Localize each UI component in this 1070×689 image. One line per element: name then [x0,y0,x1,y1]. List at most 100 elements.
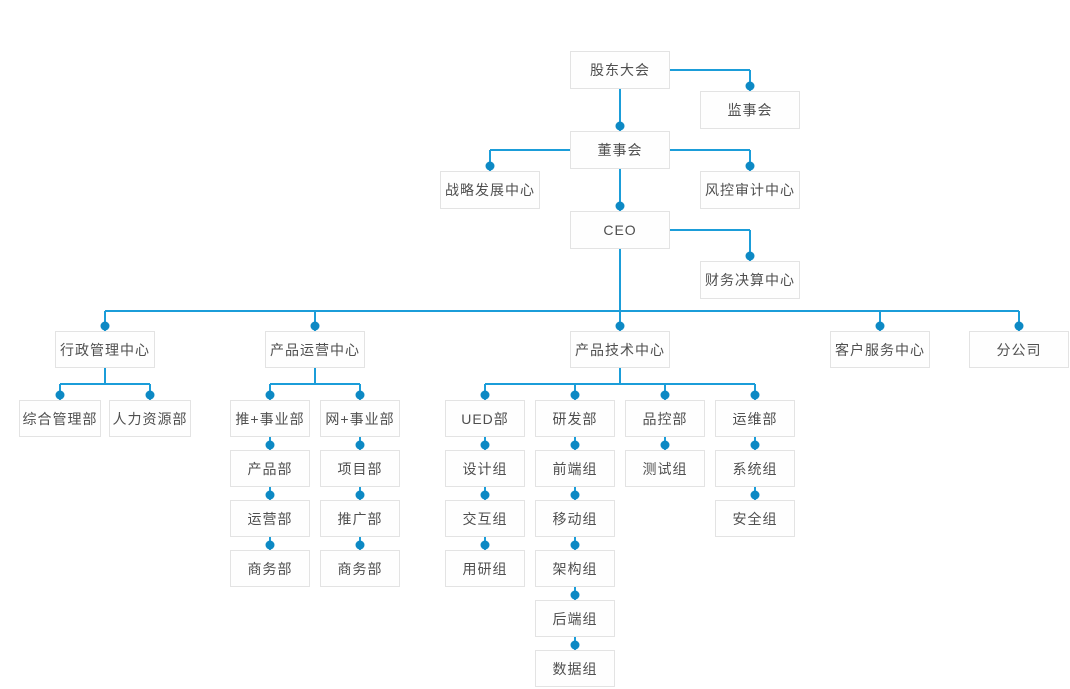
org-node-label: 推+事业部 [235,410,305,427]
org-node-customer-service-center: 客户服务中心 [830,331,930,368]
connector-dot [875,321,885,331]
connector-dot [485,161,495,171]
org-node-label: 前端组 [552,460,598,477]
org-node-label: 推广部 [337,510,383,527]
connector-dot [615,321,625,331]
org-node-general-admin-dept: 综合管理部 [19,400,101,437]
org-node-label: 产品运营中心 [270,341,360,358]
org-node-ops-maintenance-dept: 运维部 [715,400,795,437]
org-node-label: 后端组 [552,610,598,627]
org-node-product-dept: 产品部 [230,450,310,487]
org-node-label: 产品部 [247,460,293,477]
connector-dot [55,390,65,400]
org-node-ued-dept: UED部 [445,400,525,437]
org-node-board-of-directors: 董事会 [570,131,670,169]
org-node-testing-group: 测试组 [625,450,705,487]
connector-dot [355,490,365,500]
connector-dot [265,440,275,450]
org-node-label: 风控审计中心 [705,182,795,198]
org-node-label: 综合管理部 [22,410,98,427]
org-node-system-group: 系统组 [715,450,795,487]
org-node-strategy-dev-center: 战略发展中心 [440,171,540,209]
org-node-label: 安全组 [732,510,778,527]
org-node-label: 设计组 [462,460,508,477]
org-node-finance-center: 财务决算中心 [700,261,800,299]
org-node-label: 数据组 [552,660,598,677]
connector-dot [570,540,580,550]
org-node-mobile-group: 移动组 [535,500,615,537]
connector-dot [750,440,760,450]
connector-dot [660,440,670,450]
org-node-shareholders-meeting: 股东大会 [570,51,670,89]
org-node-ceo: CEO [570,211,670,249]
org-node-project-dept: 项目部 [320,450,400,487]
connector-dot [265,540,275,550]
org-node-admin-center: 行政管理中心 [55,331,155,368]
org-node-qc-dept: 品控部 [625,400,705,437]
org-node-product-tech-center: 产品技术中心 [570,331,670,368]
org-node-product-ops-center: 产品运营中心 [265,331,365,368]
connector-dot [355,390,365,400]
connector-dot [1014,321,1024,331]
connector-dot [615,121,625,131]
org-node-label: 运维部 [732,410,778,427]
org-node-label: 人力资源部 [112,410,188,427]
org-node-label: 品控部 [642,410,688,427]
org-node-label: 董事会 [597,142,643,158]
org-node-security-group: 安全组 [715,500,795,537]
connector-dot [480,440,490,450]
connector-dot [745,251,755,261]
org-node-wang-business-dept: 网+事业部 [320,400,400,437]
org-node-label: 客户服务中心 [835,341,925,358]
org-node-design-group: 设计组 [445,450,525,487]
org-node-label: 运营部 [247,510,293,527]
org-node-label: 移动组 [552,510,598,527]
connector-dot [615,201,625,211]
org-node-label: 测试组 [642,460,688,477]
org-node-business-dept-1: 商务部 [230,550,310,587]
org-node-tui-business-dept: 推+事业部 [230,400,310,437]
org-node-supervisory-board: 监事会 [700,91,800,129]
org-node-user-research-group: 用研组 [445,550,525,587]
org-node-frontend-group: 前端组 [535,450,615,487]
connector-dot [570,640,580,650]
org-node-label: 股东大会 [590,62,650,78]
connector-dot [745,81,755,91]
org-node-label: 监事会 [727,102,773,118]
org-node-label: 财务决算中心 [705,272,795,288]
org-node-label: 战略发展中心 [445,182,535,198]
org-node-operations-dept: 运营部 [230,500,310,537]
connector-dot [570,490,580,500]
org-node-business-dept-2: 商务部 [320,550,400,587]
connector-dot [570,440,580,450]
connector-dot [100,321,110,331]
org-node-label: UED部 [461,410,509,427]
org-node-hr-dept: 人力资源部 [109,400,191,437]
org-node-architecture-group: 架构组 [535,550,615,587]
org-node-label: 研发部 [552,410,598,427]
connector-dot [145,390,155,400]
org-node-label: 商务部 [247,560,293,577]
org-node-rd-dept: 研发部 [535,400,615,437]
org-node-label: 行政管理中心 [60,341,150,358]
org-node-label: 网+事业部 [325,410,395,427]
org-node-label: 用研组 [462,560,508,577]
connector-dot [480,490,490,500]
connector-dot [750,390,760,400]
org-node-branch-company: 分公司 [969,331,1069,368]
connector-dot [355,440,365,450]
connector-dot [265,390,275,400]
connector-dot [570,590,580,600]
org-node-label: CEO [603,222,637,238]
connector-dot [480,540,490,550]
org-node-label: 架构组 [552,560,598,577]
org-node-label: 分公司 [996,341,1042,358]
connector-dot [660,390,670,400]
org-node-risk-audit-center: 风控审计中心 [700,171,800,209]
connector-dot [355,540,365,550]
org-node-label: 项目部 [337,460,383,477]
connector-dot [480,390,490,400]
org-node-promotion-dept: 推广部 [320,500,400,537]
org-node-label: 产品技术中心 [575,341,665,358]
